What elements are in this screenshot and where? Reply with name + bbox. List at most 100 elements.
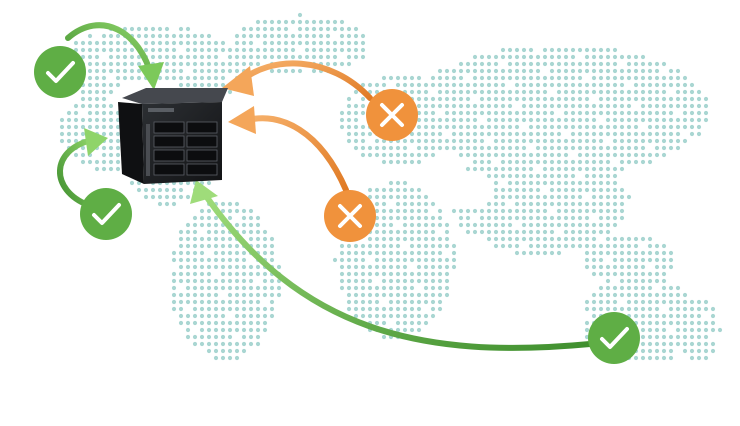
- map-dot: [612, 103, 618, 109]
- map-dot: [619, 236, 625, 242]
- map-dot: [521, 103, 527, 109]
- map-dot: [444, 117, 450, 123]
- map-dot: [101, 68, 107, 74]
- map-dot: [437, 145, 443, 151]
- map-dot: [164, 47, 170, 53]
- map-dot: [325, 54, 331, 60]
- map-dot: [206, 299, 212, 305]
- map-dot: [507, 103, 513, 109]
- map-dot: [591, 173, 597, 179]
- map-dot: [486, 89, 492, 95]
- map-dot: [353, 285, 359, 291]
- map-dot: [500, 243, 506, 249]
- map-dot: [409, 201, 415, 207]
- map-dot: [584, 96, 590, 102]
- map-dot: [213, 292, 219, 298]
- map-dot: [696, 313, 702, 319]
- map-dot: [479, 229, 485, 235]
- map-dot: [353, 124, 359, 130]
- map-dot: [591, 145, 597, 151]
- map-dot: [416, 264, 422, 270]
- map-dot: [353, 47, 359, 53]
- map-dot: [563, 152, 569, 158]
- map-dot: [367, 299, 373, 305]
- map-dot: [220, 229, 226, 235]
- map-dot: [647, 313, 653, 319]
- map-dot: [206, 334, 212, 340]
- map-dot: [241, 47, 247, 53]
- map-dot: [703, 299, 709, 305]
- map-dot: [598, 194, 604, 200]
- map-dot: [577, 103, 583, 109]
- map-dot: [199, 236, 205, 242]
- map-dot: [570, 124, 576, 130]
- map-dot: [388, 257, 394, 263]
- map-dot: [451, 82, 457, 88]
- map-dot: [108, 166, 114, 172]
- map-dot: [192, 54, 198, 60]
- map-dot: [80, 117, 86, 123]
- map-dot: [528, 68, 534, 74]
- map-dot: [458, 138, 464, 144]
- map-dot: [262, 236, 268, 242]
- map-dot: [80, 40, 86, 46]
- map-dot: [220, 201, 226, 207]
- map-dot: [619, 110, 625, 116]
- map-dot: [220, 82, 226, 88]
- map-dot: [619, 96, 625, 102]
- map-dot: [318, 33, 324, 39]
- blocked-arrow-europe-south: [245, 115, 349, 193]
- map-dot: [206, 215, 212, 221]
- map-dot: [381, 194, 387, 200]
- map-dot: [458, 75, 464, 81]
- map-dot: [682, 89, 688, 95]
- map-dot: [185, 194, 191, 200]
- map-dot: [465, 152, 471, 158]
- map-dot: [605, 89, 611, 95]
- map-dot: [528, 61, 534, 67]
- map-dot: [619, 131, 625, 137]
- map-dot: [598, 229, 604, 235]
- map-dot: [94, 61, 100, 67]
- map-dot: [444, 75, 450, 81]
- map-dot: [647, 250, 653, 256]
- map-dot: [318, 40, 324, 46]
- map-dot: [668, 320, 674, 326]
- map-dot: [171, 292, 177, 298]
- map-dot: [409, 257, 415, 263]
- map-dot: [619, 243, 625, 249]
- map-dot: [87, 68, 93, 74]
- map-dot: [367, 82, 373, 88]
- map-dot: [444, 285, 450, 291]
- map-dot: [178, 243, 184, 249]
- map-dot: [605, 82, 611, 88]
- map-dot: [521, 187, 527, 193]
- map-dot: [675, 131, 681, 137]
- map-dot: [605, 103, 611, 109]
- map-dot: [430, 243, 436, 249]
- map-dot: [444, 89, 450, 95]
- map-dot: [598, 264, 604, 270]
- map-dot: [549, 194, 555, 200]
- map-dot: [458, 103, 464, 109]
- map-dot: [423, 243, 429, 249]
- map-dot: [626, 299, 632, 305]
- cross-mark-icon: [380, 103, 404, 127]
- map-dot: [528, 47, 534, 53]
- map-dot: [612, 222, 618, 228]
- map-dot: [451, 264, 457, 270]
- map-dot: [556, 124, 562, 130]
- map-dot: [598, 61, 604, 67]
- map-dot: [108, 47, 114, 53]
- map-dot: [262, 285, 268, 291]
- map-dot: [598, 124, 604, 130]
- map-dot: [535, 82, 541, 88]
- map-dot: [542, 47, 548, 53]
- map-dot: [591, 243, 597, 249]
- map-dot: [633, 271, 639, 277]
- map-dot: [234, 47, 240, 53]
- map-dot: [101, 145, 107, 151]
- map-dot: [388, 278, 394, 284]
- map-dot: [220, 306, 226, 312]
- map-dot: [612, 173, 618, 179]
